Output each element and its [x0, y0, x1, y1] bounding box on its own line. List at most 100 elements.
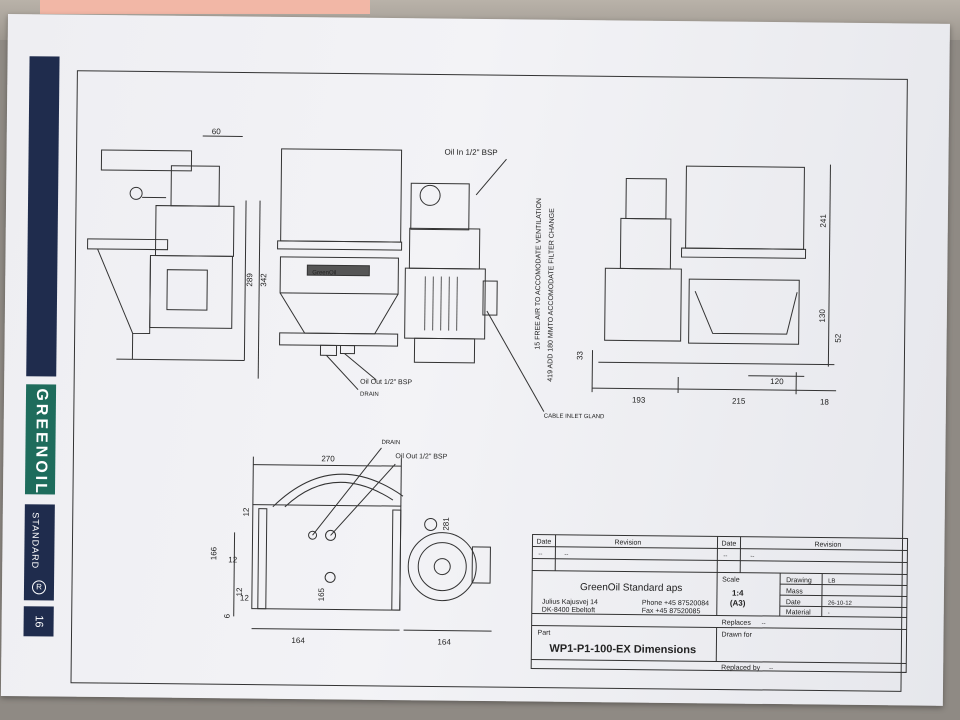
dim-166: 166 — [209, 546, 218, 560]
tb-dash-2: -- — [564, 552, 568, 558]
side-view-left — [87, 135, 261, 379]
filter-housing — [170, 165, 220, 207]
oil-out-fitting — [325, 529, 337, 541]
tb-date-value: 26-10-12 — [828, 601, 853, 607]
rear-view — [591, 164, 837, 395]
side-view-right — [404, 158, 545, 412]
pump-rear — [619, 217, 672, 270]
tank-rear — [685, 165, 805, 250]
tb-mass-label: Mass — [786, 588, 803, 595]
terminal-box-plan — [471, 546, 491, 584]
tb-address-1: Julius Kajusvej 14 — [542, 599, 598, 607]
tb-replaced-by-label: Replaced by — [721, 665, 760, 672]
dim-18: 18 — [820, 398, 830, 407]
pump-badge-plate — [279, 256, 399, 295]
tb-address-2: DK-8400 Ebeltoft — [542, 607, 595, 615]
technical-drawing: Oil In 1/2" BSP Oil Out 1/2" BSP DRAIN C… — [70, 70, 909, 692]
filter-rear — [625, 177, 667, 220]
base-line — [116, 358, 245, 361]
gauge-left — [129, 186, 143, 200]
tank-lid — [100, 149, 193, 172]
plan-oil-leader — [330, 463, 396, 536]
terminal-box — [482, 280, 498, 316]
base-front — [279, 332, 399, 347]
title-block-lines — [530, 534, 909, 673]
tb-date-label: Date — [786, 599, 801, 606]
motor-rear — [604, 267, 682, 342]
tb-material-label: Material — [786, 609, 811, 616]
dim-6: 6 — [223, 613, 232, 618]
oil-out-port — [339, 344, 356, 355]
base-rear — [598, 361, 835, 366]
tb-date-header-2: Date — [721, 541, 736, 548]
pump-body — [408, 227, 481, 270]
oil-in-leader — [475, 158, 507, 196]
dim-12c: 12 — [235, 587, 244, 597]
tb-part-label: Part — [538, 630, 551, 637]
drain-fitting — [308, 530, 318, 540]
frame-plan — [251, 504, 402, 611]
dim-52: 52 — [834, 333, 843, 343]
gauge-plan — [424, 517, 438, 531]
tank — [280, 148, 403, 243]
plan-drain-label: DRAIN — [381, 440, 400, 446]
tank-arc-inner — [284, 481, 394, 508]
drawing-sheet: GREENOIL STANDARD R 16 — [0, 14, 950, 706]
dim-270: 270 — [321, 454, 335, 463]
cable-inlet-label: CABLE INLET GLAND — [544, 414, 605, 421]
drawing-frame — [70, 70, 908, 692]
dim-164b: 164 — [437, 638, 451, 647]
pink-sheet — [40, 0, 370, 14]
oil-out-label: Oil Out 1/2" BSP — [360, 379, 412, 387]
pump-badge — [306, 264, 370, 277]
tb-drawing-label: Drawing — [786, 577, 812, 584]
pump-badge-text: GreenOil — [312, 270, 336, 276]
tb-material-value: - — [828, 611, 830, 617]
tb-replaces-label: Replaces — [722, 620, 752, 627]
plan-oil-out-label: Oil Out 1/2" BSP — [395, 453, 447, 461]
tb-dash-3: -- — [723, 554, 727, 560]
dim-281: 281 — [442, 517, 451, 531]
hopper — [97, 248, 151, 335]
drain-label: DRAIN — [360, 392, 379, 398]
dim-241: 241 — [819, 214, 828, 228]
pressure-gauge — [419, 184, 441, 206]
tb-date-header: Date — [536, 539, 551, 546]
dim-60: 60 — [212, 127, 222, 136]
tb-replaced-by-value: -- — [769, 666, 773, 672]
tank-rim-rear — [680, 247, 807, 259]
dim-12d: 12 — [240, 593, 250, 602]
hopper-rear — [688, 278, 800, 345]
tb-drawn-for-label: Drawn for — [721, 632, 752, 639]
tb-part-value: WP1-P1-100-EX Dimensions — [549, 643, 696, 657]
front-view — [277, 148, 403, 391]
dim-193: 193 — [632, 396, 646, 405]
dim-215: 215 — [732, 397, 746, 406]
tank-arc — [272, 473, 404, 508]
tb-sheet-size: (A3) — [730, 599, 746, 608]
dim-164a: 164 — [291, 636, 305, 645]
motor-window — [166, 269, 208, 311]
plan-view — [233, 447, 492, 632]
filter-housing-2 — [410, 182, 470, 231]
motor — [404, 267, 486, 340]
tb-revision-header: Revision — [614, 539, 641, 546]
hopper-front — [279, 292, 399, 335]
motor-fan — [407, 532, 477, 602]
tb-dash-1: -- — [538, 552, 542, 558]
mount-plate — [87, 238, 169, 251]
tb-fax: Fax +45 87520085 — [642, 608, 701, 616]
tb-dash-4: -- — [750, 554, 754, 560]
tb-scale-value: 1:4 — [732, 589, 744, 598]
dim-33: 33 — [575, 351, 584, 361]
tb-drawing-value: LB — [828, 579, 835, 585]
dim-130: 130 — [818, 309, 827, 323]
filter-note: 419 ADD 180 MMTO ACCOMODATE FILTER CHANG… — [547, 208, 556, 382]
tb-company: GreenOil Standard aps — [580, 582, 682, 594]
motor-box — [149, 255, 233, 329]
dim-342: 342 — [259, 273, 268, 287]
plan-drain-leader — [312, 447, 382, 536]
dim-120: 120 — [770, 377, 784, 386]
tb-revision-header-2: Revision — [814, 541, 841, 548]
tank-rim — [277, 240, 403, 251]
